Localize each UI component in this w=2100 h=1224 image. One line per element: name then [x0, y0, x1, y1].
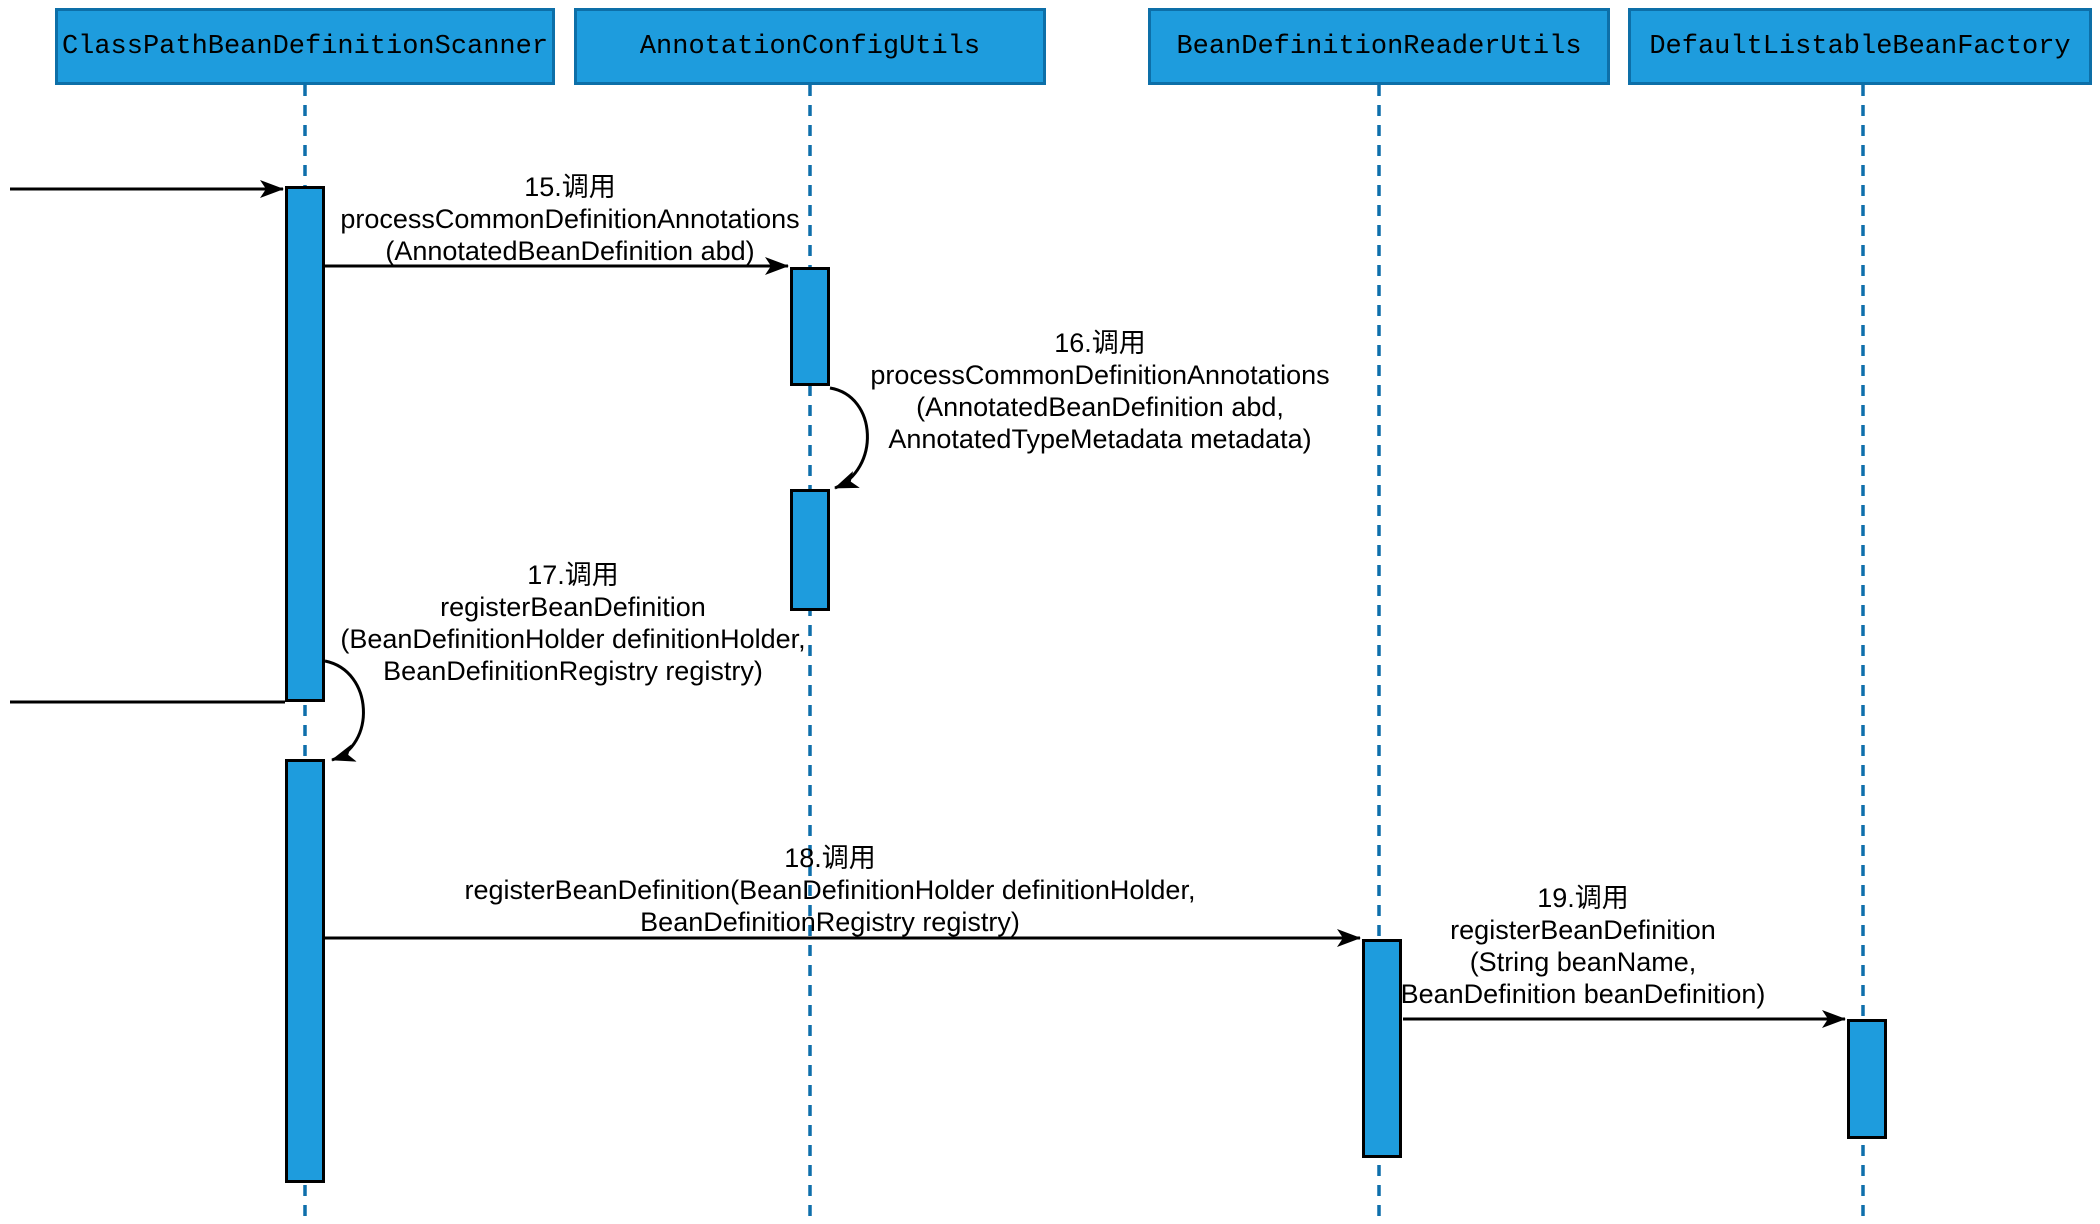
message-label-line: registerBeanDefinition: [1450, 915, 1716, 945]
message-label-line: 15.调用: [524, 172, 616, 202]
participant-box-annotationconfigutils: AnnotationConfigUtils: [574, 8, 1046, 85]
message-label-line: processCommonDefinitionAnnotations: [870, 360, 1330, 390]
participant-box-defaultlistablebeanfactory: DefaultListableBeanFactory: [1628, 8, 2092, 85]
message-label-line: (BeanDefinitionHolder definitionHolder,: [340, 624, 806, 654]
message-label-line: processCommonDefinitionAnnotations: [340, 204, 800, 234]
message-label-line: registerBeanDefinition(BeanDefinitionHol…: [464, 875, 1196, 905]
message-label-line: (AnnotatedBeanDefinition abd): [385, 236, 755, 266]
message-label-line: 18.调用: [784, 843, 876, 873]
message-label-line: 17.调用: [527, 560, 619, 590]
activation-bar-scanner-1: [285, 186, 325, 702]
participant-box-classpathbeandefinitionscanner: ClassPathBeanDefinitionScanner: [55, 8, 555, 85]
message-self-arc-16: [829, 386, 869, 490]
message-label-19: 19.调用 registerBeanDefinition (String bea…: [1401, 882, 1766, 1010]
message-label-line: registerBeanDefinition: [440, 592, 706, 622]
activation-bar-scanner-2: [285, 759, 325, 1183]
message-label-line: 16.调用: [1054, 328, 1146, 358]
participant-box-beandefinitionreaderutils: BeanDefinitionReaderUtils: [1148, 8, 1610, 85]
activation-bar-beandefinitionreaderutils: [1362, 939, 1402, 1158]
message-label-line: BeanDefinition beanDefinition): [1400, 979, 1766, 1009]
message-label-17: 17.调用 registerBeanDefinition (BeanDefini…: [340, 559, 805, 687]
message-label-line: 19.调用: [1537, 883, 1629, 913]
message-label-line: (AnnotatedBeanDefinition abd,: [916, 392, 1284, 422]
activation-bar-annotationconfigutils-1: [790, 267, 830, 386]
activation-bar-defaultlistablebeanfactory: [1847, 1019, 1887, 1139]
message-label-line: AnnotatedTypeMetadata metadata): [888, 424, 1312, 454]
message-label-18: 18.调用 registerBeanDefinition(BeanDefinit…: [465, 842, 1196, 938]
message-self-arc-17: [324, 659, 365, 762]
message-label-15: 15.调用 processCommonDefinitionAnnotations…: [340, 171, 799, 267]
activation-bar-annotationconfigutils-2: [790, 489, 830, 611]
message-label-line: BeanDefinitionRegistry registry): [640, 907, 1020, 937]
message-label-line: (String beanName,: [1469, 947, 1697, 977]
message-label-16: 16.调用 processCommonDefinitionAnnotations…: [870, 327, 1329, 455]
message-label-line: BeanDefinitionRegistry registry): [383, 656, 763, 686]
